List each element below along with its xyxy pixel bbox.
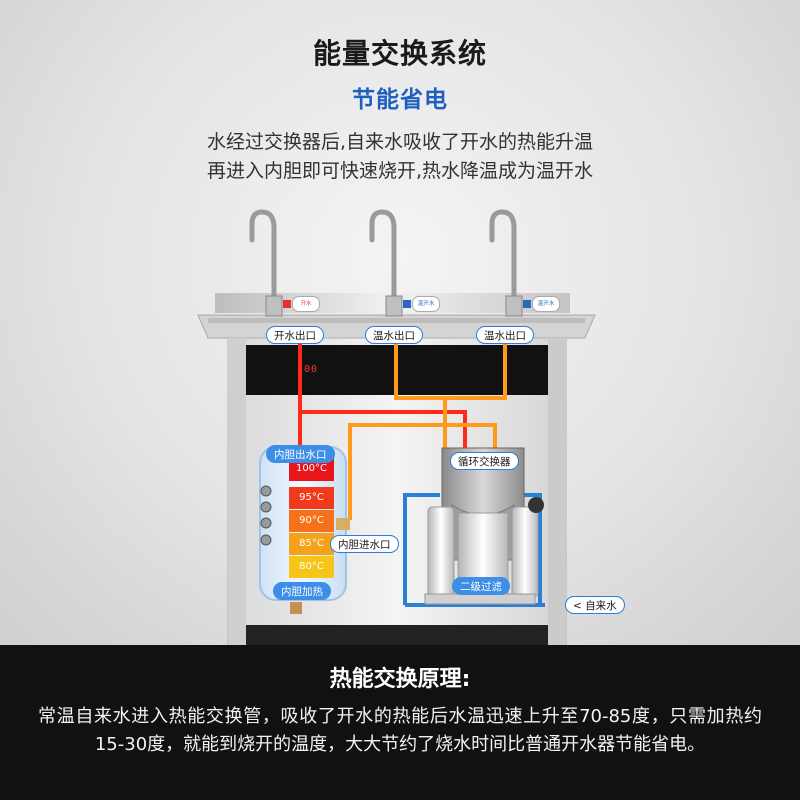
heating-element-icon	[260, 485, 272, 546]
filter-cartridge-2	[511, 506, 539, 598]
faucet-warm-2[interactable]	[489, 209, 517, 311]
faucet-badge-boiling: 开水	[292, 296, 320, 312]
page-subtitle: 节能省电	[352, 87, 448, 113]
label-tank-outlet: 内胆出水口	[266, 445, 335, 463]
principle-title: 热能交换原理:	[329, 667, 471, 692]
page-title: 能量交换系统	[312, 37, 487, 70]
faucet-badge-warm-2: 温开水	[532, 296, 560, 312]
label-warm-outlet-2: 温水出口	[476, 326, 534, 344]
warm-valve-icon[interactable]	[523, 300, 531, 308]
filter-cartridge-1	[427, 506, 455, 598]
hot-valve-icon[interactable]	[283, 300, 291, 308]
warm-valve-icon[interactable]	[403, 300, 411, 308]
label-boiling-outlet: 开水出口	[266, 326, 324, 344]
principle-section: 热能交换原理: 常温自来水进入热能交换管，吸收了开水的热能后水温迅速上升至70-…	[0, 645, 800, 800]
temp-85: 85°C	[299, 538, 324, 549]
label-tank-heating: 内胆加热	[273, 582, 331, 600]
hot-water-pipe	[298, 340, 467, 452]
temp-95: 95°C	[299, 492, 324, 503]
label-tap-water: < 自来水	[565, 596, 625, 614]
label-warm-outlet-1: 温水出口	[365, 326, 423, 344]
warm-water-pipe	[348, 340, 507, 520]
cold-water-pipe	[403, 493, 545, 607]
label-tank-inlet: 内胆进水口	[330, 535, 399, 553]
faucet-boiling[interactable]	[249, 209, 277, 311]
label-exchanger: 循环交换器	[450, 452, 519, 470]
label-secondary-filter: 二级过滤	[452, 577, 510, 595]
temp-100: 100°C	[295, 463, 328, 474]
description-line-2: 再进入内胆即可快速烧开,热水降温成为温开水	[206, 160, 594, 182]
faucet-badge-warm-1: 温开水	[412, 296, 440, 312]
temp-80: 80°C	[299, 561, 324, 572]
description-line-1: 水经过交换器后,自来水吸收了开水的热能升温	[206, 131, 594, 153]
water-dispenser-diagram	[197, 209, 596, 645]
temp-90: 90°C	[299, 515, 324, 526]
principle-text: 常温自来水进入热能交换管，吸收了开水的热能后水温迅速上升至70-85度，只需加热…	[38, 706, 762, 755]
faucet-warm-1[interactable]	[369, 209, 397, 311]
temperature-display: 100	[297, 364, 319, 375]
